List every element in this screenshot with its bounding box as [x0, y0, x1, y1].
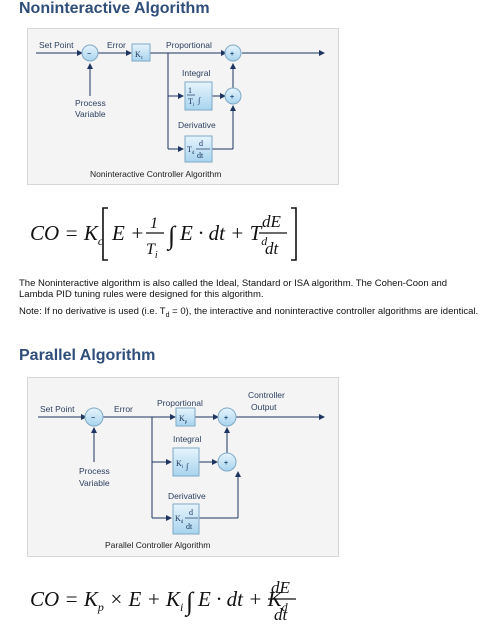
noninteractive-diagram-svg: − + + Kc 1 Ti ∫ Td d dt Set Point Error …: [36, 40, 325, 179]
diagram-caption: Noninteractive Controller Algorithm: [90, 169, 221, 179]
integral-label: Integral: [173, 434, 201, 444]
noninteractive-equation: CO = Kc E + 1 Ti ∫ E · dt + Td dE dt: [30, 207, 297, 261]
minus-sign: −: [87, 51, 91, 58]
derivative-label: Derivative: [168, 491, 206, 501]
noninteractive-heading: Noninteractive Algorithm: [19, 0, 210, 17]
svg-text:Variable: Variable: [79, 478, 110, 488]
error-summing-junction: [81, 44, 99, 62]
svg-text:dE: dE: [262, 212, 282, 231]
algorithm-description: The Noninteractive algorithm is also cal…: [19, 278, 448, 300]
svg-text:∫: ∫: [185, 462, 189, 471]
controller-output-label: Controller: [248, 390, 285, 400]
svg-text:Ti: Ti: [188, 97, 195, 108]
kc-label: Kc: [135, 50, 144, 61]
error-summing-junction: [84, 407, 104, 427]
kc-gain-block: [131, 43, 151, 62]
error-label: Error: [114, 404, 133, 414]
integral-label: Integral: [182, 68, 210, 78]
proportional-label: Proportional: [166, 40, 212, 50]
svg-text:dt: dt: [265, 239, 280, 258]
svg-text:CO = Kp × E + Ki: CO = Kp × E + Ki: [30, 587, 183, 614]
svg-text:E · dt + Kd: E · dt + Kd: [197, 587, 289, 614]
output-summing-junction: [217, 407, 237, 427]
svg-text:Ki: Ki: [176, 459, 184, 470]
integral-summing-junction: [217, 452, 237, 472]
noninteractive-diagram: − + + Kc 1 Ti ∫ Td d dt Set Point Error …: [27, 28, 339, 185]
svg-text:Output: Output: [251, 402, 277, 412]
error-label: Error: [107, 40, 126, 50]
svg-text:d: d: [199, 139, 203, 148]
parallel-diagram: − + + Kp Ki ∫ Kd d dt Set Point Error Pr…: [27, 377, 339, 557]
svg-text:E · dt + Td: E · dt + Td: [179, 221, 268, 248]
process-variable-label: Process: [79, 466, 110, 476]
svg-text:1: 1: [150, 215, 158, 232]
kp-gain-block: [175, 407, 196, 427]
svg-text:Ti: Ti: [146, 241, 158, 261]
plus-sign: +: [224, 415, 228, 422]
set-point-label: Set Point: [39, 40, 74, 50]
plus-sign: +: [224, 460, 228, 467]
integral-gain: 1: [188, 86, 192, 95]
svg-text:dt: dt: [274, 605, 289, 624]
svg-text:Kd: Kd: [175, 514, 184, 525]
svg-text:dE: dE: [271, 578, 291, 597]
minus-sign: −: [91, 415, 95, 422]
svg-text:CO = Kc: CO = Kc: [30, 221, 104, 248]
kp-label: Kp: [179, 414, 188, 425]
svg-text:d: d: [189, 508, 193, 517]
derivative-note: Note: If no derivative is used (i.e. Td …: [19, 306, 479, 319]
svg-text:∫: ∫: [184, 587, 195, 617]
parallel-equation: CO = Kp × E + Ki ∫ E · dt + Kd dE dt: [30, 578, 296, 624]
parallel-heading: Parallel Algorithm: [19, 347, 156, 364]
set-point-label: Set Point: [40, 404, 75, 414]
integral-summing-junction: [224, 87, 242, 105]
svg-text:Variable: Variable: [75, 109, 106, 119]
parallel-diagram-svg: − + + Kp Ki ∫ Kd d dt Set Point Error Pr…: [38, 390, 325, 550]
plus-sign: +: [230, 94, 234, 101]
integral-block: [184, 81, 213, 111]
svg-text:dt: dt: [197, 151, 204, 160]
integral-block: [172, 447, 200, 477]
derivative-label: Derivative: [178, 120, 216, 130]
derivative-block: [172, 503, 200, 535]
diagram-caption: Parallel Controller Algorithm: [105, 540, 210, 550]
svg-text:dt: dt: [186, 522, 193, 531]
process-variable-label: Process: [75, 98, 106, 108]
svg-text:∫: ∫: [197, 96, 201, 105]
svg-text:Td: Td: [187, 145, 195, 156]
proportional-label: Proportional: [157, 398, 203, 408]
plus-sign: +: [230, 51, 234, 58]
output-summing-junction: [224, 44, 242, 62]
svg-text:E +: E +: [111, 221, 144, 245]
svg-text:∫: ∫: [166, 221, 177, 251]
